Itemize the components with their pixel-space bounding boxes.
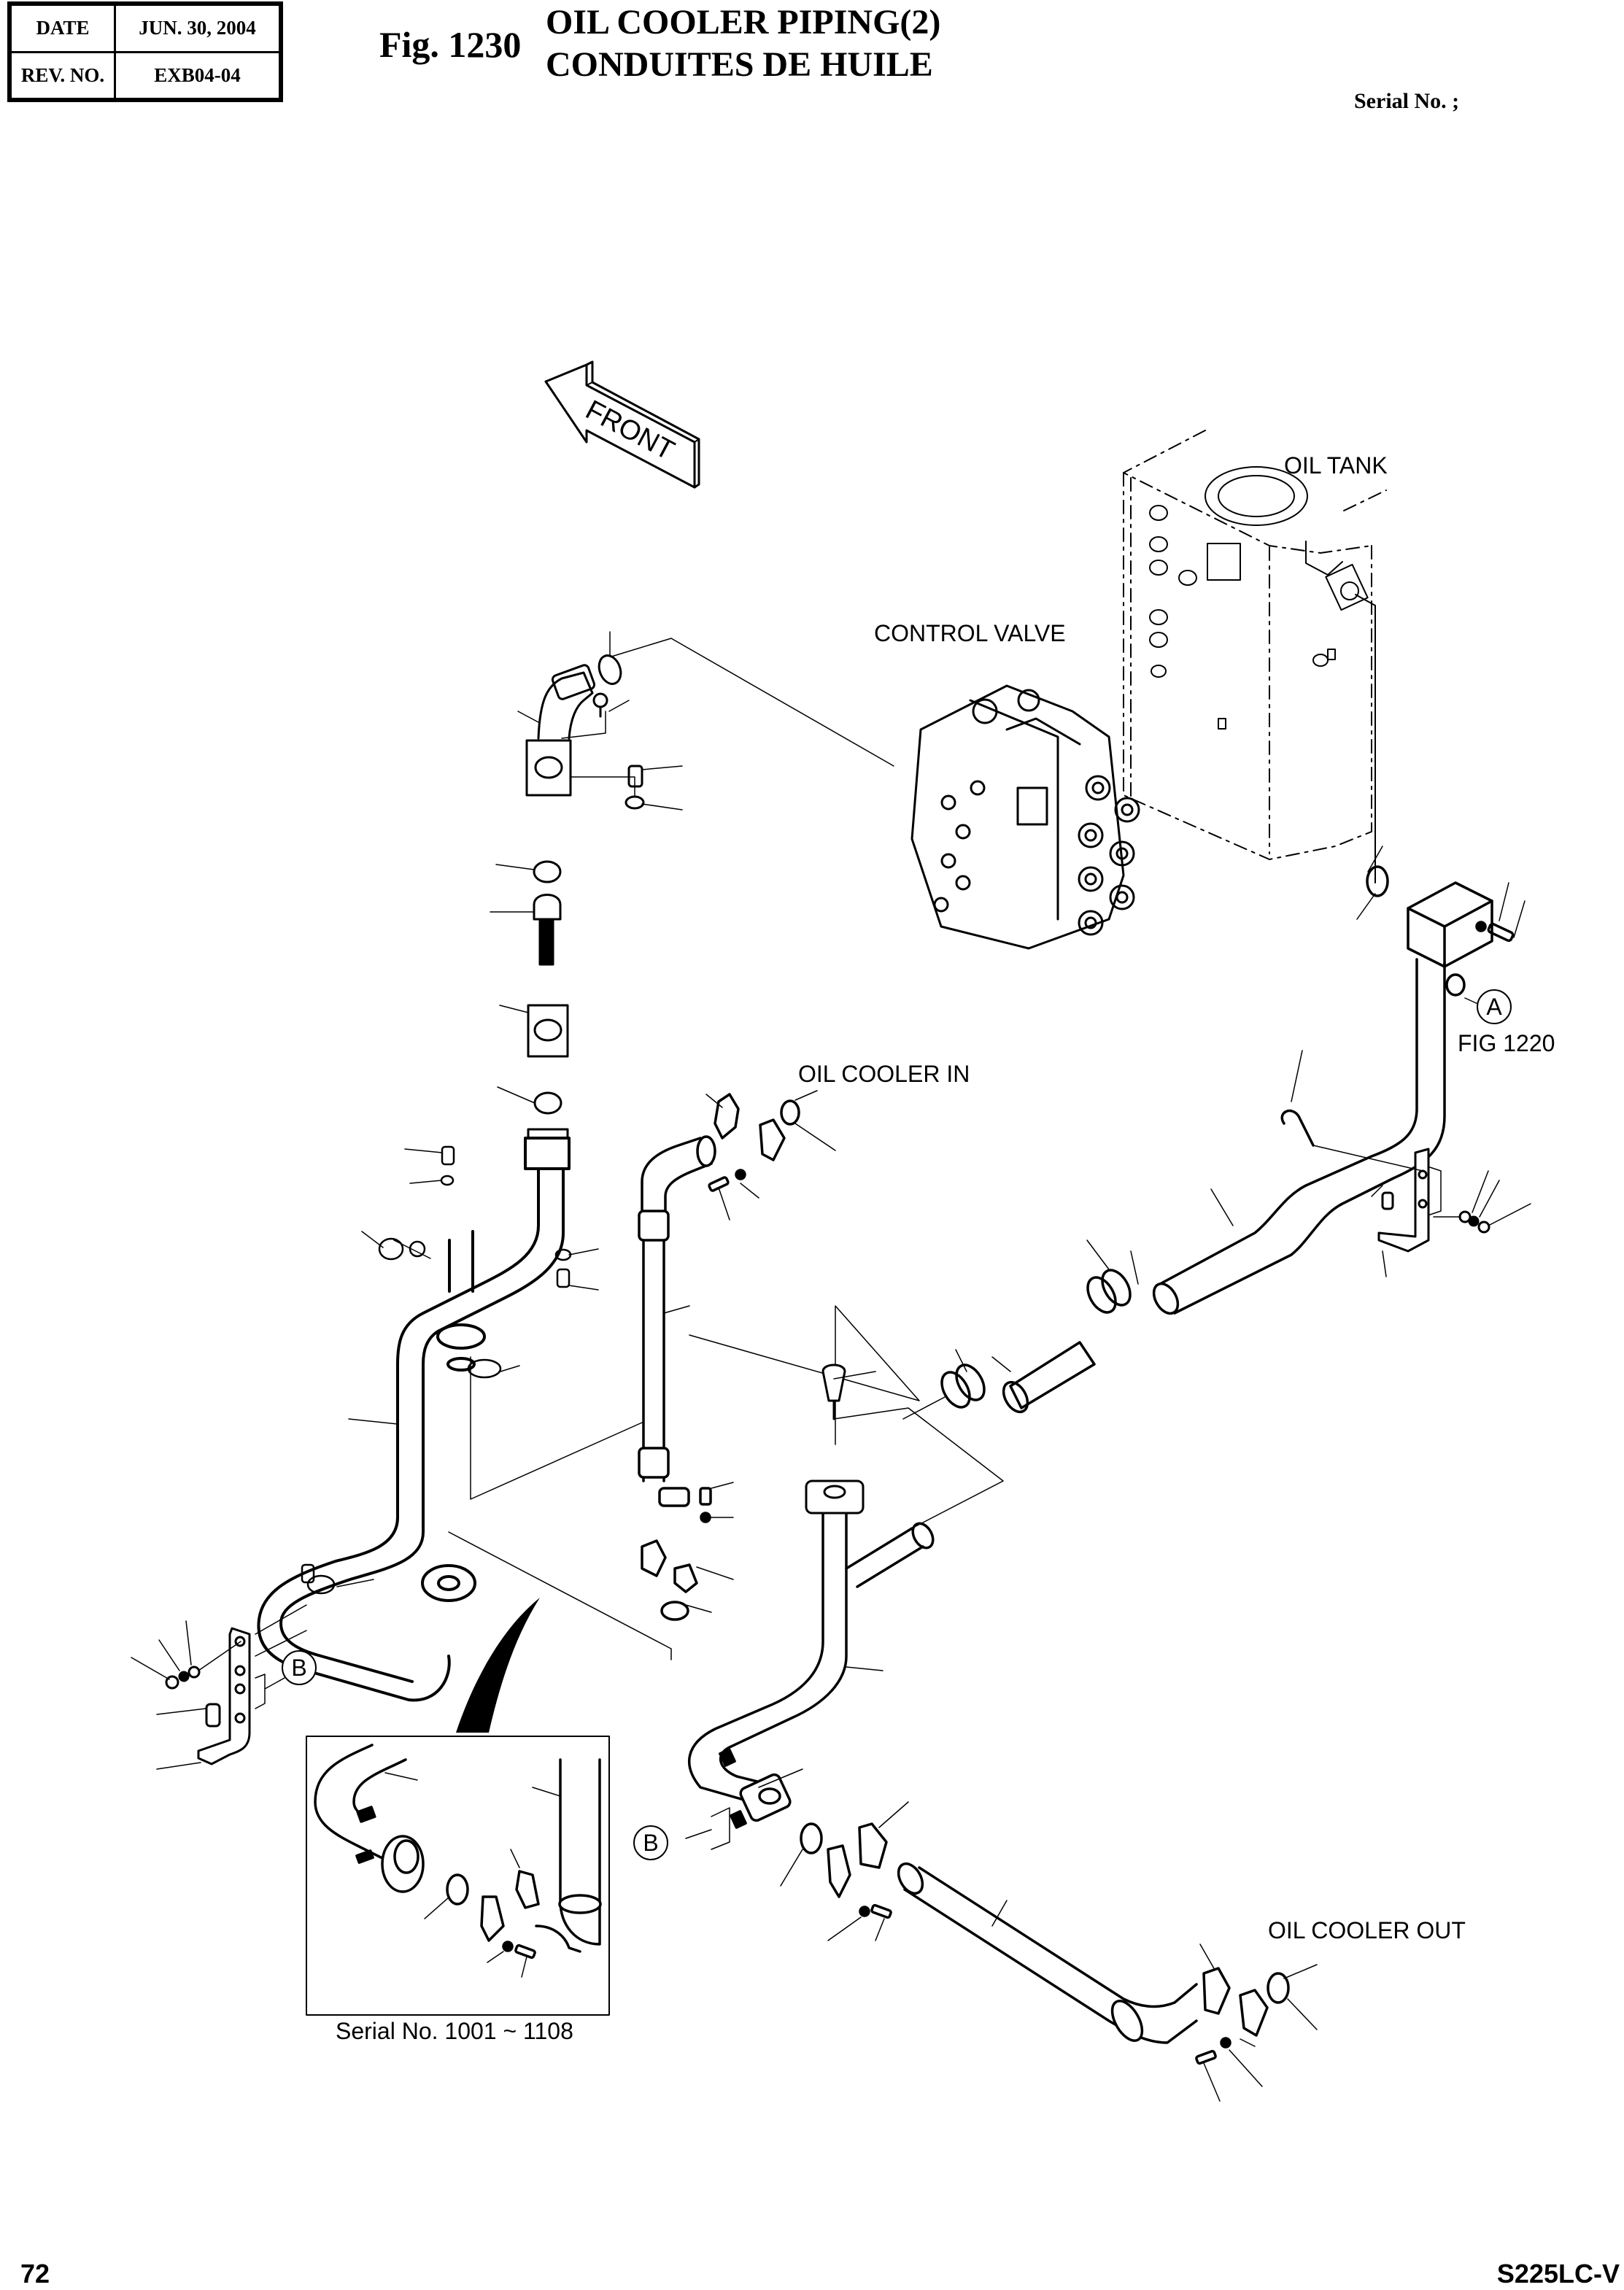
lower-center-leaders [685,1371,1004,1941]
lower-center-pipe [688,1512,935,1919]
leader-control-valve [611,638,894,767]
control-valve [910,684,1140,950]
front-arrow: FRONT [544,360,700,489]
date-label: DATE [8,2,116,53]
title-english: OIL COOLER PIPING(2) [546,3,941,42]
inset-serial-label: Serial No. 1001 ~ 1108 [336,2018,573,2044]
callout-b-bottom: B [633,1825,668,1860]
callout-a: A [1477,989,1512,1024]
title-french: CONDUITES DE HUILE [546,45,933,84]
inset-detail [306,1736,610,2016]
callout-b-left: B [282,1650,317,1685]
oil-cooler-in-leaders [663,1090,920,1613]
serial-number: Serial No. ; [1354,89,1460,113]
left-pipe-leaders [336,1148,672,1660]
oil-tank-details [1149,466,1376,883]
oil-cooler-out-pipe [897,1862,1290,2065]
date-value: JUN. 30, 2004 [114,2,282,53]
oil-tank-label: OIL TANK [1284,452,1388,479]
left-bracket [165,1627,251,1765]
oil-cooler-out-leaders [991,1900,1318,2102]
right-pipe [940,865,1515,1414]
center-fitting [805,1363,865,1515]
upper-elbow-leaders [490,631,683,1104]
left-pipe-small-parts [301,1145,572,1595]
revision-table: DATE JUN. 30, 2004 REV. NO. EXB04-04 [7,1,283,102]
upper-elbow-assembly [525,654,645,1153]
fig-reference-label: FIG 1220 [1458,1030,1555,1056]
control-valve-label: CONTROL VALVE [874,620,1066,646]
left-pipe [257,1137,571,1702]
left-bracket-leaders [131,1604,307,1770]
oil-tank [1123,430,1387,860]
page-number: 72 [20,2259,50,2289]
figure-number: Fig. 1230 [379,24,522,65]
figure-title: OIL COOLER PIPING(2) CONDUITES DE HUILE [546,1,940,86]
rev-label: REV. NO. [8,50,116,101]
oil-cooler-out-label: OIL COOLER OUT [1268,1917,1466,1943]
model-number: S225LC-V [1496,2259,1620,2289]
rev-value: EXB04-04 [114,50,282,101]
inset-pointer [456,1598,540,1733]
oil-cooler-in-hose [638,1093,800,1621]
oil-cooler-in-label: OIL COOLER IN [798,1061,970,1087]
